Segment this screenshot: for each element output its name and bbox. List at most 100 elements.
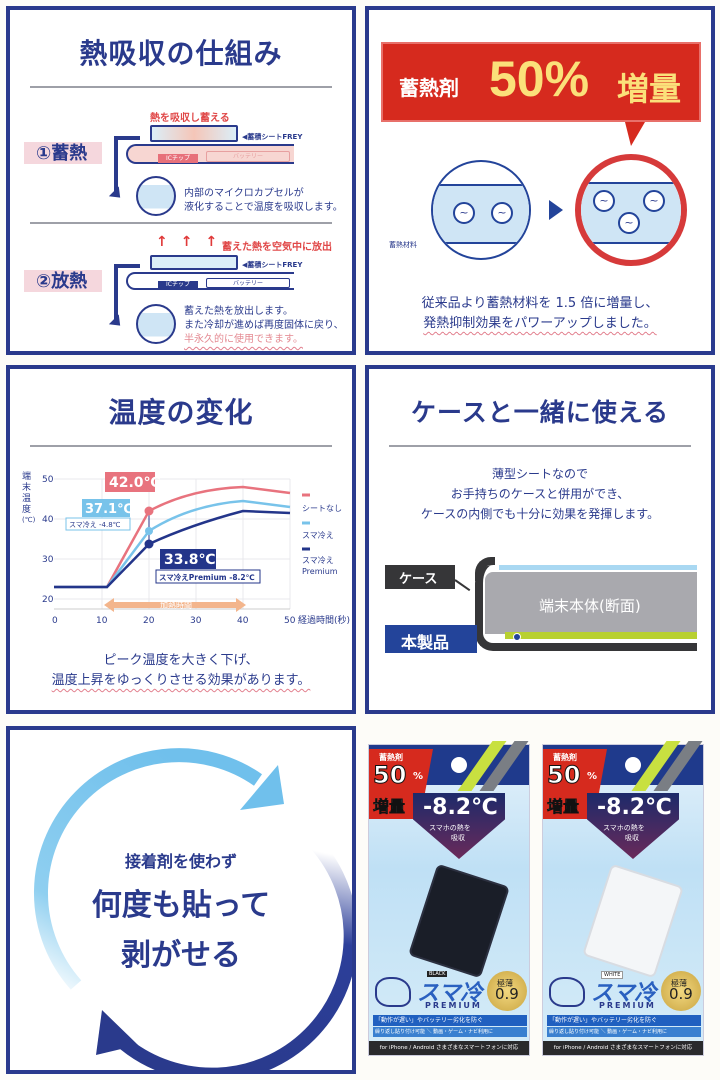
step1-capsule-icon [136,176,176,216]
case-top-corner [475,557,495,581]
feature-line1: 「動作が遅い」やバッテリー劣化を防ぐ [547,1015,701,1026]
mechanism-panel: 熱吸収の仕組み ①蓄熱 熱を吸収し蓄える ◀蓄積シートFREY ICチップ バッ… [6,6,356,355]
color-tag: WHITE [601,971,624,979]
product-leader-dot [513,633,521,641]
step-divider [30,222,332,224]
step2-desc-line1: 蓄えた熱を放出します。 [184,306,293,317]
capsule-icon: ~ [643,190,665,212]
increase-panel: 蓄熱剤 50% 増量 ~ ~ 蓄熱材料 ~ ~ ~ 従来品より蓄熱材料を 1.5… [365,6,715,355]
y-axis-label: 端 [22,470,31,482]
reuse-panel: 接着剤を使わず 何度も貼って 剥がせる [6,726,356,1074]
product-tag: 本製品 [385,625,477,653]
banner-tail [625,122,645,146]
title-divider [30,445,332,447]
case-tag: ケース [385,565,455,589]
heat-up-arrows-icon: ↑↑↑ [156,234,231,250]
screen-glass [499,565,697,570]
step2-arrow-line [114,264,140,320]
case-desc-line2: お手持ちのケースと併用ができ、 [450,487,630,501]
hang-hole [451,757,467,773]
x-axis-label: 経過時間(秒) [298,614,350,626]
after-circle: ~ ~ ~ [575,154,687,266]
step2-desc-line3: 半永久的に使用できます。 [184,334,303,345]
svg-text:10: 10 [96,616,108,626]
package-footer: for iPhone / Android さまざまなスマートフォンに対応 [543,1041,703,1055]
reuse-line2: 何度も貼って [91,888,271,923]
temp-shield: -8.2℃ スマホの熱を 吸収 [413,793,505,859]
title-divider [30,86,332,88]
step2-desc-line2: また冷却が進めば再度固体に戻り、 [184,320,344,331]
step1-desc-line1: 内部のマイクロカプセルが [184,188,304,199]
svg-text:30: 30 [42,555,54,565]
package-footer: for iPhone / Android さまざまなスマートフォンに対応 [369,1041,529,1055]
increase-banner: 蓄熱剤 50% 増量 [381,42,701,122]
step2-battery: バッテリー [206,278,290,288]
title-divider [389,445,691,447]
temp-shield: -8.2℃ スマホの熱を 吸収 [587,793,679,859]
temperature-desc-line2-wrap: 温度上昇をゆっくりさせる効果があります。 [51,673,311,688]
svg-text:20: 20 [143,616,155,626]
bear-logo-icon [549,977,585,1007]
step2-capsule-icon [136,304,176,344]
svg-text:40: 40 [237,616,249,626]
capsule-icon: ~ [453,202,475,224]
svg-text:スマ冷えPremium -8.2℃: スマ冷えPremium -8.2℃ [159,572,255,582]
svg-text:スマ冷え: スマ冷え [302,555,334,565]
step2-label: ②放熱 [24,270,102,292]
case-title: ケースと一緒に使える [410,398,669,427]
thin-badge: 極薄 0.9 [487,971,527,1011]
thin-badge: 極薄 0.9 [661,971,701,1011]
capsule-icon: ~ [593,190,615,212]
feature-line1: 「動作が遅い」やバッテリー劣化を防ぐ [373,1015,527,1026]
color-tag: BLACK [427,971,448,977]
product-sheet [505,632,697,639]
svg-text:スマ冷え: スマ冷え [302,530,334,540]
brand-sub: PREMIUM [599,1001,656,1010]
case-desc-line1: 薄型シートなので [491,467,588,481]
temperature-desc-line1: ピーク温度を大きく下げ、 [103,653,259,668]
svg-text:20: 20 [42,595,54,605]
package-white: 蓄熱剤 50 % 増量 -8.2℃ スマホの熱を 吸収 WHITE スマ冷 PR… [542,741,704,1056]
step1-arrow-line [114,136,140,192]
svg-text:シートなし: シートなし [302,504,342,513]
svg-text:度: 度 [22,503,31,515]
svg-text:温: 温 [22,493,31,504]
feature-line2: 繰り返し貼り付け可能 ＼ 動画・ゲーム・ナビ利用に [547,1027,701,1037]
step1-sheet-label: ◀蓄積シートFREY [242,133,303,141]
svg-text:0: 0 [52,616,58,626]
capsule-icon: ~ [618,212,640,234]
temperature-title: 温度の変化 [108,396,254,429]
bear-logo-icon [375,977,411,1007]
arrow-right-icon [549,200,563,220]
step2-sheet-label: ◀蓄積シートFREY [242,261,303,269]
svg-text:50: 50 [42,475,54,485]
brand-sub: PREMIUM [425,1001,482,1010]
step2-sheet [150,255,238,270]
reuse-line3: 剥がせる [121,938,241,973]
hang-hole [625,757,641,773]
brand-name: スマ冷 [417,981,483,1006]
package-black: 蓄熱剤 50 % 増量 -8.2℃ スマホの熱を 吸収 BLACK スマ冷 PR… [368,741,530,1056]
step1-battery: バッテリー [206,151,290,162]
svg-text:Premium: Premium [302,567,338,576]
case-shell [475,565,697,651]
step1-sheet [150,125,238,142]
step1-desc-line2: 液化することで温度を吸収します。 [184,202,343,213]
device-label: 端末本体(断面) [539,597,641,615]
feature-line2: 繰り返し貼り付け可能 ＼ 動画・ゲーム・ナビ利用に [373,1027,527,1037]
step1-label: ①蓄熱 [24,142,102,164]
step2-heat-caption: 蓄えた熱を空気中に放出 [222,242,332,253]
device-body [485,572,697,634]
case-desc-line3: ケースの内側でも十分に効果を発揮します。 [420,507,660,521]
capsule-icon: ~ [491,202,513,224]
svg-text:スマ冷え -4.8℃: スマ冷え -4.8℃ [69,520,121,529]
svg-text:30: 30 [190,616,202,626]
phone-image-black [408,863,510,979]
material-label: 蓄熱材料 [389,241,417,249]
step1-heat-caption: 熱を吸収し蓄える [150,113,230,124]
reuse-line1: 接着剤を使わず [124,852,237,871]
heating-label: 加熱時間 [160,600,192,610]
mechanism-title: 熱吸収の仕組み [79,37,283,70]
